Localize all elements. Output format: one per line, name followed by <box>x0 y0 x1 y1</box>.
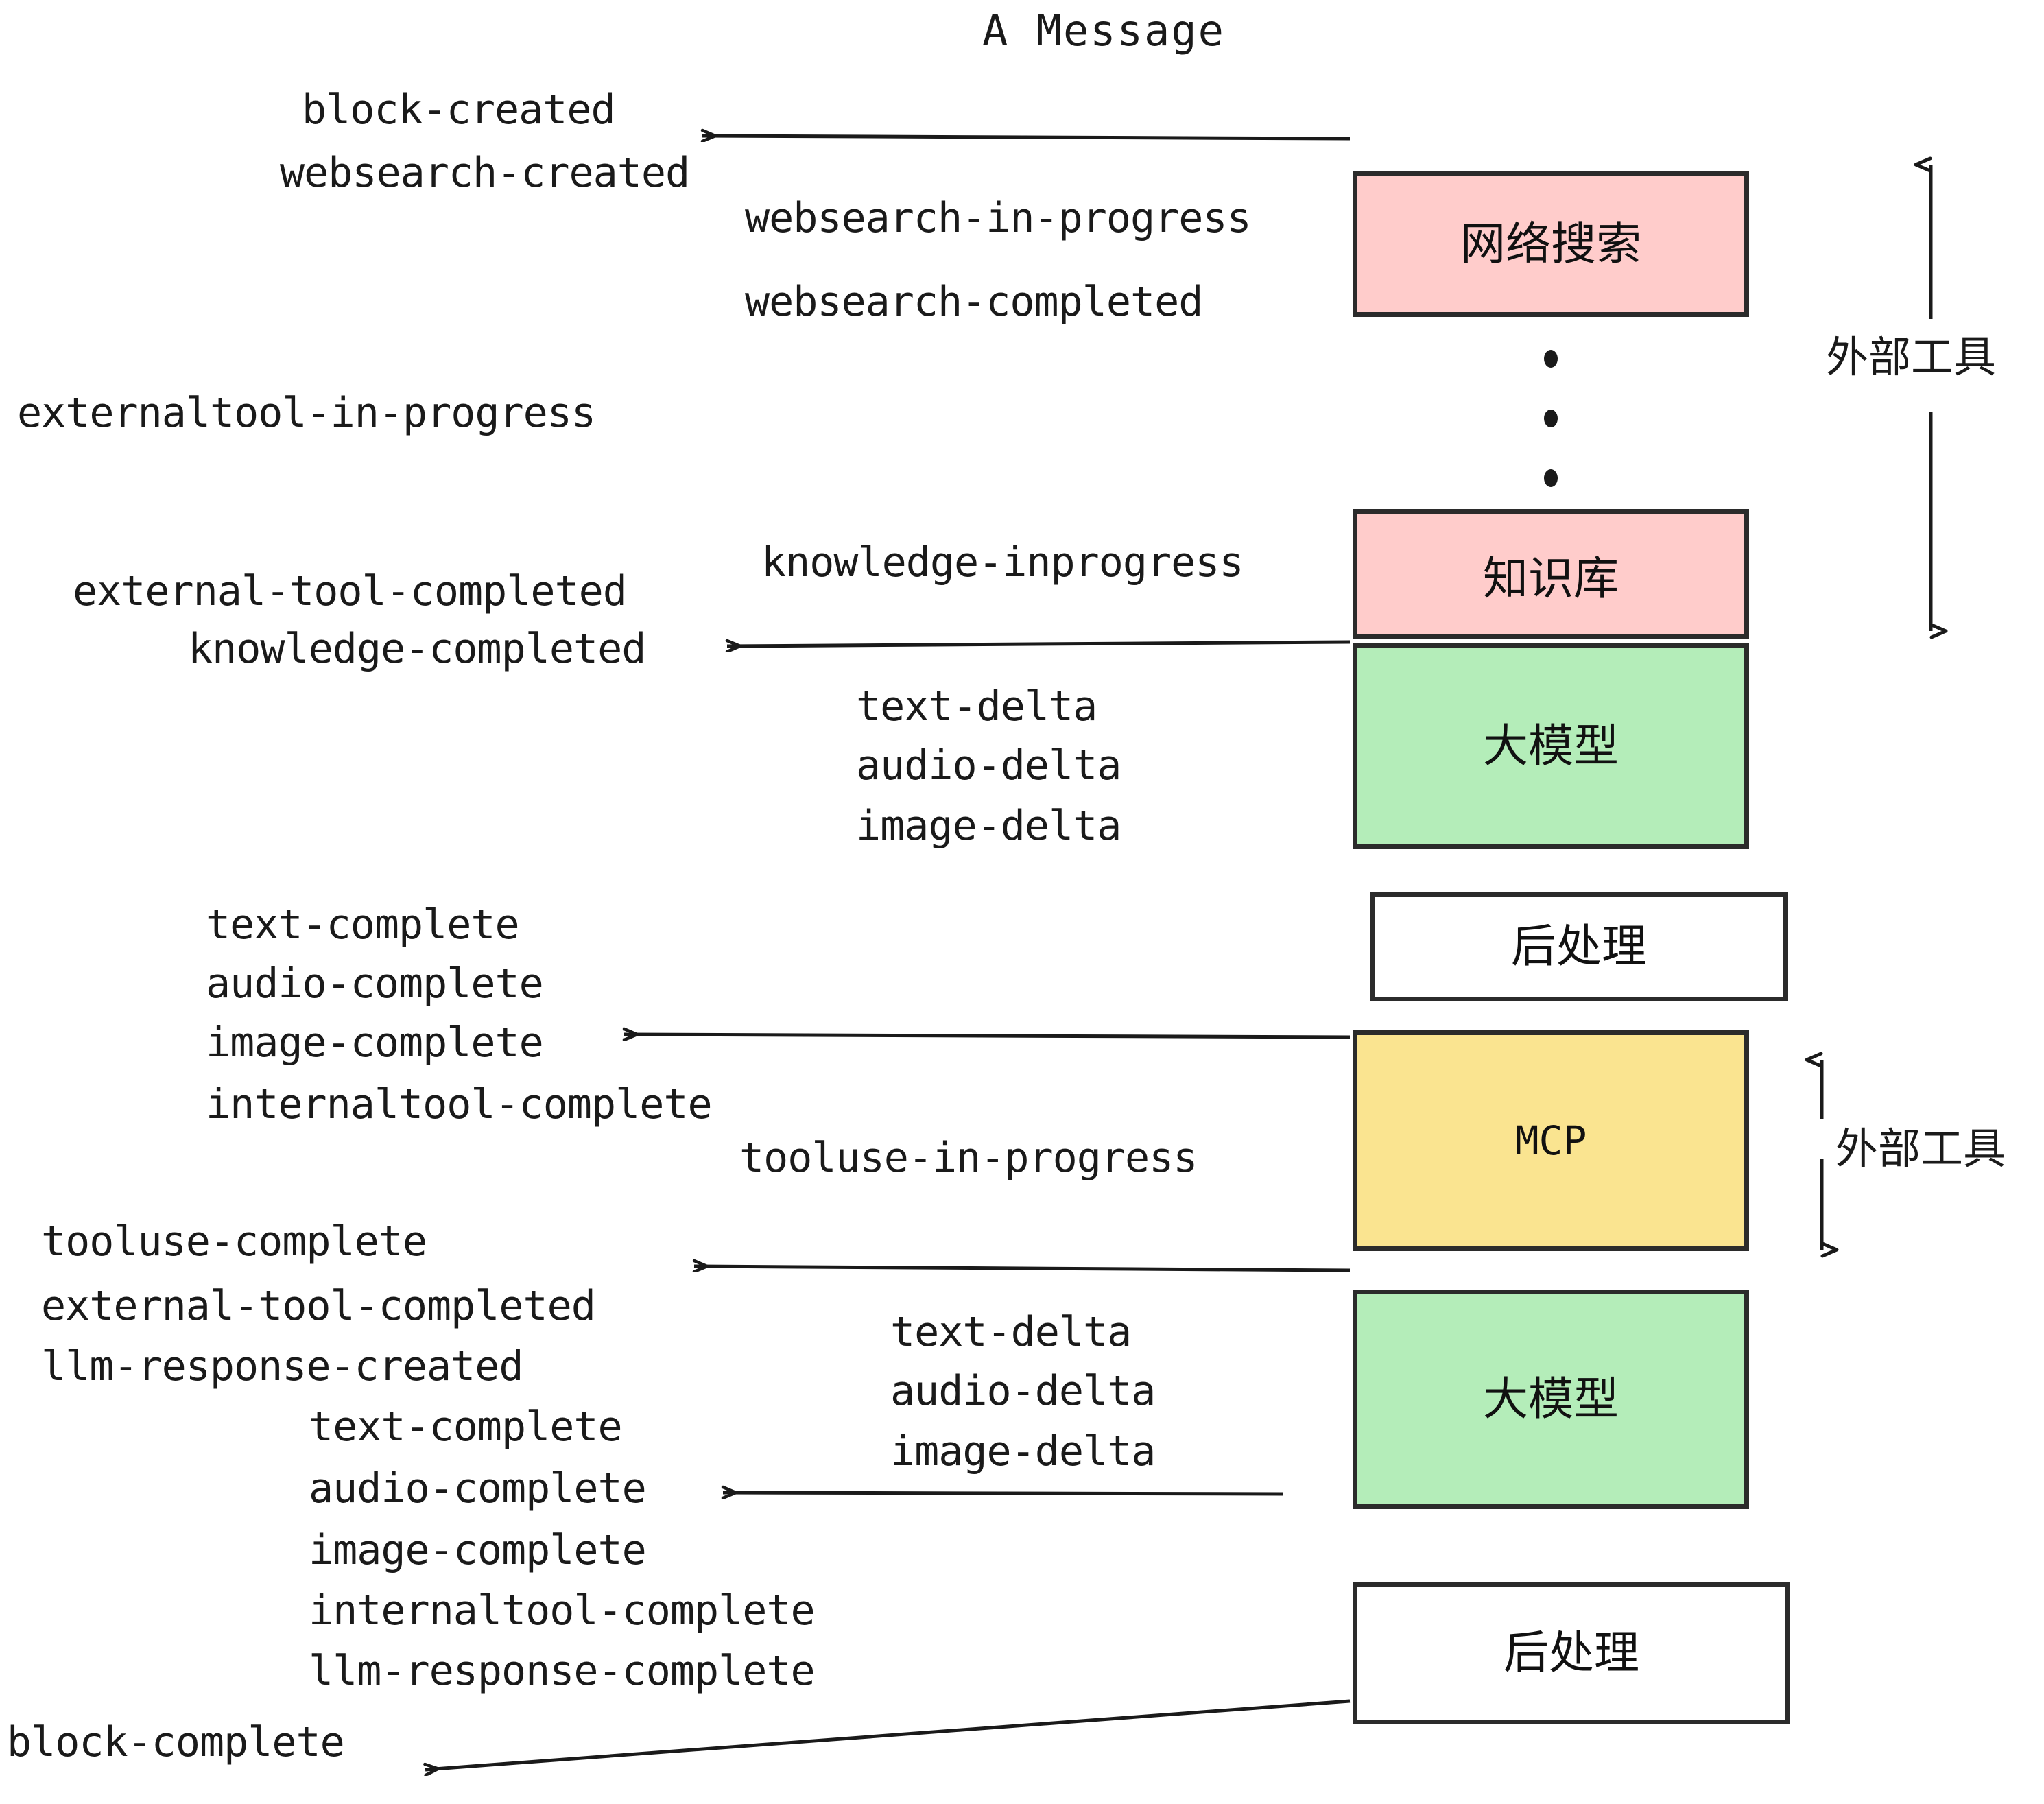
event-label-audio-complete-1: audio-complete <box>206 960 544 1008</box>
node-postprocess-top-label: 后处理 <box>1511 920 1647 973</box>
event-label-block-created: block-created <box>302 86 616 134</box>
group-label-external-tools-top: 外部工具 <box>1826 332 1997 382</box>
event-label-audio-delta-2: audio-delta <box>890 1367 1156 1415</box>
event-label-audio-complete-2: audio-complete <box>309 1464 647 1512</box>
event-label-knowledge-inprogress: knowledge-inprogress <box>761 538 1244 586</box>
node-llm-top[interactable]: 大模型 <box>1353 643 1749 849</box>
event-label-websearch-completed: websearch-completed <box>745 278 1203 326</box>
event-label-image-complete-1: image-complete <box>206 1019 544 1067</box>
arrow-websearch-to-created <box>702 136 1351 139</box>
ellipsis-dots <box>1544 350 1558 487</box>
node-mcp-label: MCP <box>1514 1117 1587 1164</box>
node-postprocess-bottom[interactable]: 后处理 <box>1353 1582 1790 1724</box>
event-label-knowledge-completed: knowledge-completed <box>188 625 646 673</box>
event-label-block-complete: block-complete <box>7 1718 345 1766</box>
event-label-tooluse-complete: tooluse-complete <box>41 1218 427 1266</box>
group-label-external-tools-bottom: 外部工具 <box>1835 1124 2006 1174</box>
event-label-internaltool-complete-2: internaltool-complete <box>309 1587 816 1635</box>
event-label-internaltool-complete-1: internaltool-complete <box>206 1080 713 1128</box>
event-label-image-delta-2: image-delta <box>890 1427 1156 1475</box>
event-label-text-complete-1: text-complete <box>206 901 520 949</box>
arrow-llm-bottom-to-audio-complete <box>723 1493 1283 1494</box>
event-label-llm-response-complete: llm-response-complete <box>309 1647 816 1695</box>
event-label-websearch-in-progress: websearch-in-progress <box>745 194 1252 242</box>
event-label-websearch-created: websearch-created <box>280 149 690 197</box>
event-label-image-delta-1: image-delta <box>856 802 1121 850</box>
node-websearch-label: 网络搜索 <box>1460 217 1641 270</box>
event-label-text-complete-2: text-complete <box>309 1403 623 1451</box>
node-postprocess-top[interactable]: 后处理 <box>1370 892 1788 1001</box>
event-label-external-tool-completed-1: external-tool-completed <box>73 567 628 615</box>
event-label-audio-delta-1: audio-delta <box>856 741 1121 790</box>
event-label-llm-response-created: llm-response-created <box>41 1342 523 1390</box>
arrow-postprocess-to-block-complete <box>425 1699 1351 1770</box>
event-label-tooluse-in-progress: tooluse-in-progress <box>739 1134 1198 1182</box>
dot-1 <box>1544 350 1558 368</box>
node-llm-bottom-label: 大模型 <box>1483 1373 1619 1425</box>
event-label-text-delta-2: text-delta <box>890 1308 1132 1356</box>
page-title: A Message <box>982 5 1225 56</box>
node-llm-bottom[interactable]: 大模型 <box>1353 1290 1749 1509</box>
event-label-image-complete-2: image-complete <box>309 1526 647 1574</box>
event-label-externaltool-in-progress: externaltool-in-progress <box>17 389 596 437</box>
arrow-mcp-to-tooluse-complete <box>694 1266 1351 1270</box>
node-llm-top-label: 大模型 <box>1483 720 1619 772</box>
node-knowledge[interactable]: 知识库 <box>1353 509 1749 639</box>
arrow-knowledge-to-completed <box>727 642 1351 646</box>
event-label-external-tool-completed-2: external-tool-completed <box>41 1282 596 1330</box>
node-websearch[interactable]: 网络搜索 <box>1353 171 1749 317</box>
node-postprocess-bottom-label: 后处理 <box>1504 1626 1639 1679</box>
dot-3 <box>1544 469 1558 487</box>
node-mcp[interactable]: MCP <box>1353 1030 1749 1251</box>
event-label-text-delta-1: text-delta <box>856 683 1097 731</box>
node-knowledge-label: 知识库 <box>1483 552 1619 605</box>
dot-2 <box>1544 410 1558 427</box>
arrow-llm-top-to-complete <box>624 1034 1351 1037</box>
